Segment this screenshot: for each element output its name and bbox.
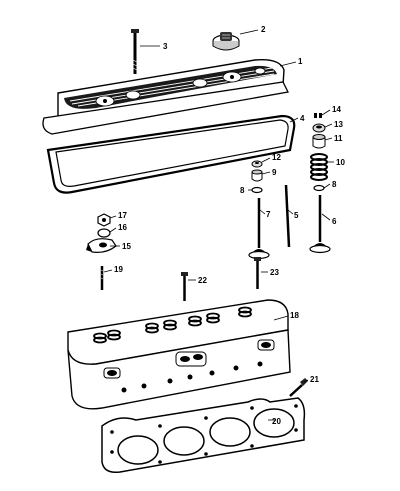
callout-21: 21 xyxy=(310,375,319,384)
oil-filler-cap-part-2 xyxy=(212,32,240,51)
callout-16: 16 xyxy=(118,223,127,232)
callout-7: 7 xyxy=(266,210,271,219)
callout-10: 10 xyxy=(336,158,345,167)
callout-8-center: 8 xyxy=(240,186,245,195)
callout-11: 11 xyxy=(334,134,343,143)
callout-2: 2 xyxy=(261,25,266,34)
callout-13: 13 xyxy=(334,120,343,129)
leader-lines xyxy=(103,29,334,421)
rocker-arm-stack-left xyxy=(86,213,117,290)
bolt-part-23 xyxy=(254,257,261,289)
callout-20: 20 xyxy=(272,417,281,426)
callout-1: 1 xyxy=(298,57,303,66)
cover-gasket-part-4 xyxy=(46,114,296,194)
pushrod-part-5 xyxy=(284,184,291,248)
callout-6: 6 xyxy=(332,217,337,226)
cylinder-head-part-18 xyxy=(67,299,291,410)
callout-labels: 3 2 1 4 5 6 7 8 8 9 10 11 12 13 14 15 16… xyxy=(114,25,345,426)
valve-spring-stack-right xyxy=(310,113,328,192)
bolt-part-21 xyxy=(289,378,308,397)
bolt-part-3 xyxy=(131,29,139,74)
callout-18: 18 xyxy=(290,311,299,320)
callout-19: 19 xyxy=(114,265,123,274)
callout-5: 5 xyxy=(294,211,299,220)
valve-part-7 xyxy=(248,198,270,260)
bolt-part-22 xyxy=(181,272,188,301)
callout-22: 22 xyxy=(198,276,207,285)
head-gasket-part-20 xyxy=(101,397,306,474)
callout-15: 15 xyxy=(122,242,131,251)
callout-12: 12 xyxy=(272,153,281,162)
callout-9: 9 xyxy=(272,168,277,177)
valve-part-6 xyxy=(309,195,331,254)
callout-14: 14 xyxy=(332,105,341,114)
callout-8-right: 8 xyxy=(332,180,337,189)
rocker-cover-part-1 xyxy=(42,59,289,135)
callout-23: 23 xyxy=(270,268,279,277)
valve-spring-stack-center xyxy=(251,160,263,194)
callout-17: 17 xyxy=(118,211,127,220)
callout-4: 4 xyxy=(300,114,305,123)
callout-3: 3 xyxy=(163,42,168,51)
